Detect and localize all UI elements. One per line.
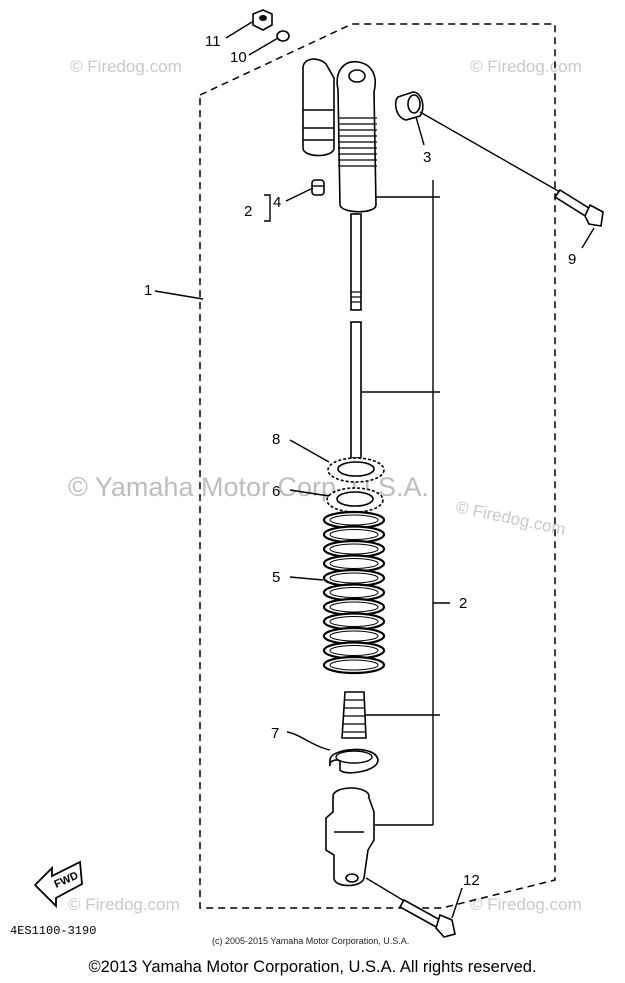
bolt-part-12 (398, 898, 456, 938)
callout-5: 5 (272, 569, 280, 586)
spring-coil-inner (329, 616, 379, 627)
shock-body (336, 61, 377, 213)
spring-coil-inner (329, 601, 379, 613)
callout-9: 9 (568, 251, 576, 268)
item-2-bracket (362, 180, 450, 826)
watermark-top-left: © Firedog.com (70, 57, 182, 76)
spring-coil-inner (329, 543, 379, 555)
spring-coil (322, 655, 386, 675)
watermark-mid-right: © Firedog.com (454, 497, 567, 539)
spring-coil-inner (329, 558, 379, 569)
callouts: 11 10 3 2 4 9 1 8 6 5 2 7 12 (144, 33, 576, 889)
callout-2-top: 2 (244, 203, 252, 220)
callout-11: 11 (205, 33, 221, 50)
watermark-top-right: © Firedog.com (470, 57, 582, 76)
leader-lines (154, 21, 595, 919)
watermarks: © Firedog.com © Firedog.com © Yamaha Mot… (68, 57, 582, 914)
bolt-12-axis-line (365, 877, 407, 903)
valve-cap-part-4 (311, 179, 325, 196)
watermark-bottom-right: © Firedog.com (470, 895, 582, 914)
callout-1: 1 (144, 282, 152, 299)
washer-part-10 (276, 30, 290, 42)
bump-stop (341, 691, 367, 739)
copyright-footer: ©2013 Yamaha Motor Corporation, U.S.A. A… (88, 958, 537, 976)
shock-reservoir (302, 58, 335, 157)
callout-8: 8 (272, 431, 280, 448)
bushing-part-3 (394, 91, 424, 121)
spring-coil-inner (329, 630, 379, 642)
assembly-boundary (199, 23, 556, 909)
nut-part-11 (252, 9, 273, 31)
callout-10: 10 (230, 49, 247, 66)
spring-coil-inner (329, 529, 379, 540)
watermark-bottom-left: © Firedog.com (68, 895, 180, 914)
spring-coil-inner (329, 514, 379, 526)
callout-3: 3 (423, 149, 431, 166)
small-copyright: (c) 2005-2015 Yamaha Motor Corporation, … (212, 936, 409, 946)
callout-12: 12 (463, 872, 480, 889)
ring-nut-part-8 (327, 457, 385, 483)
spring-coil-inner (329, 645, 379, 656)
part-code: 4ES1100-3190 (10, 924, 96, 938)
shock-shaft (350, 213, 362, 459)
ring-part-6 (326, 487, 384, 513)
bolt-9-axis-line (419, 111, 561, 193)
fwd-arrow-icon: FWD (33, 860, 83, 909)
spring-coil-inner (329, 587, 379, 598)
spring-part-5 (322, 510, 386, 675)
callout-2-mid: 2 (459, 595, 467, 612)
spring-coil-inner (329, 572, 379, 584)
circlip-part-7 (329, 748, 379, 774)
bolt-part-9 (553, 188, 604, 227)
callout-4: 4 (273, 194, 281, 211)
lower-clevis (325, 787, 375, 887)
callout-7: 7 (271, 725, 279, 742)
callout-6: 6 (272, 483, 280, 500)
spring-coil-inner (329, 659, 379, 671)
